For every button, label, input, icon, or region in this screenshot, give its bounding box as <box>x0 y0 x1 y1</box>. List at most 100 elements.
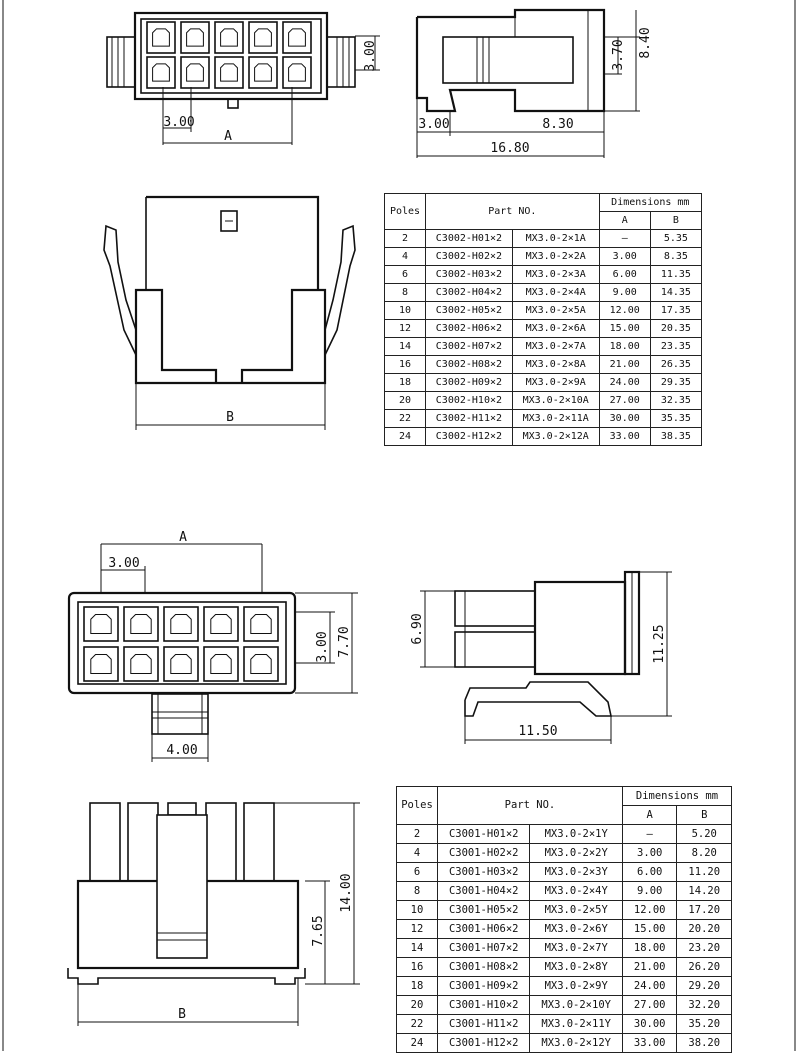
model-cell: MX3.0-2×3Y <box>529 862 623 882</box>
dim-a-cell: 15.00 <box>598 319 651 338</box>
dim-a-cell: 18.00 <box>621 938 678 958</box>
dim-b-cell: 38.20 <box>676 1033 732 1053</box>
top-side-latch-label: 3.00 <box>418 117 449 132</box>
bottom-side-height-total-label: 11.25 <box>652 624 667 663</box>
top-front-cavities <box>146 21 312 89</box>
poles-cell: 6 <box>396 862 438 882</box>
model-cell: MX3.0-2×5Y <box>529 900 623 920</box>
dim-b-cell: 8.35 <box>649 247 703 266</box>
part-no-cell: C3001-H11×2 <box>436 1014 531 1034</box>
poles-cell: 10 <box>396 900 438 920</box>
poles-cell: 22 <box>384 409 426 428</box>
contact-cavity <box>203 646 239 682</box>
bottom-body-pin-2 <box>127 802 159 882</box>
model-cell: MX3.0-2×4A <box>511 283 600 302</box>
dim-a-cell: 18.00 <box>598 337 651 356</box>
dim-a-header: A <box>621 805 678 825</box>
part-no-cell: C3002-H07×2 <box>425 337 513 356</box>
part-no-cell: C3001-H09×2 <box>436 976 531 996</box>
poles-cell: 20 <box>396 995 438 1015</box>
model-cell: MX3.0-2×1A <box>511 229 600 248</box>
top-body-dim-b-label: B <box>226 410 234 425</box>
poles-cell: 24 <box>384 427 426 446</box>
poles-cell: 14 <box>384 337 426 356</box>
top-body-latch-right <box>324 224 356 356</box>
model-cell: MX3.0-2×9Y <box>529 976 623 996</box>
contact-terminal <box>250 653 272 675</box>
poles-cell: 2 <box>384 229 426 248</box>
dim-b-cell: 29.20 <box>676 976 732 996</box>
contact-terminal <box>170 613 192 635</box>
part-no-header: Part NO. <box>437 786 623 825</box>
contact-cavity <box>123 646 159 682</box>
dim-b-cell: 29.35 <box>649 373 703 392</box>
top-body-window <box>220 210 238 232</box>
poles-header: Poles <box>384 193 426 230</box>
contact-terminal <box>250 613 272 635</box>
contact-cavity <box>214 21 244 54</box>
dim-a-cell: 3.00 <box>621 843 678 863</box>
dim-b-cell: 20.20 <box>676 919 732 939</box>
part-no-cell: C3002-H01×2 <box>425 229 513 248</box>
model-cell: MX3.0-2×7Y <box>529 938 623 958</box>
dim-b-cell: 17.35 <box>649 301 703 320</box>
dim-b-cell: 38.35 <box>649 427 703 446</box>
contact-cavity <box>214 56 244 89</box>
contact-terminal <box>130 653 152 675</box>
poles-cell: 4 <box>396 843 438 863</box>
part-no-cell: C3002-H04×2 <box>425 283 513 302</box>
contact-cavity <box>180 21 210 54</box>
top-side-height-label: 8.40 <box>638 27 653 58</box>
contact-terminal <box>152 28 170 47</box>
part-no-cell: C3001-H02×2 <box>436 843 531 863</box>
poles-cell: 18 <box>384 373 426 392</box>
poles-cell: 22 <box>396 1014 438 1034</box>
dim-b-cell: 11.20 <box>676 862 732 882</box>
poles-cell: 8 <box>384 283 426 302</box>
poles-cell: 16 <box>396 957 438 977</box>
model-cell: MX3.0-2×7A <box>511 337 600 356</box>
contact-terminal <box>254 63 272 82</box>
dim-b-cell: 23.35 <box>649 337 703 356</box>
dim-a-cell: 12.00 <box>621 900 678 920</box>
poles-cell: 12 <box>396 919 438 939</box>
top-body-outline <box>134 195 327 385</box>
contact-terminal <box>186 28 204 47</box>
contact-cavity <box>83 646 119 682</box>
bottom-side-view: 6.90 11.25 11.50 <box>410 570 672 744</box>
model-cell: MX3.0-2×10A <box>511 391 600 410</box>
model-cell: MX3.0-2×10Y <box>529 995 623 1015</box>
dim-a-cell: — <box>598 229 651 248</box>
bottom-front-latch-label: 4.00 <box>166 743 197 758</box>
top-front-polarization-key <box>227 98 239 109</box>
bottom-side-body <box>533 580 627 676</box>
dimensions-header: Dimensions mm <box>598 193 703 212</box>
part-no-cell: C3001-H04×2 <box>436 881 531 901</box>
bottom-front-pitch-row-label: 3.00 <box>315 631 330 662</box>
model-cell: MX3.0-2×6Y <box>529 919 623 939</box>
top-front-view: 3.00 3.00 A <box>106 11 380 145</box>
model-cell: MX3.0-2×11A <box>511 409 600 428</box>
dim-a-cell: 30.00 <box>598 409 651 428</box>
dim-a-cell: 21.00 <box>621 957 678 977</box>
dim-a-cell: 27.00 <box>598 391 651 410</box>
part-no-header: Part NO. <box>425 193 600 230</box>
dim-b-cell: 5.20 <box>676 824 732 844</box>
bottom-body-pin-1 <box>89 802 121 882</box>
model-cell: MX3.0-2×6A <box>511 319 600 338</box>
part-no-cell: C3002-H09×2 <box>425 373 513 392</box>
top-front-dim-a-label: A <box>224 129 232 144</box>
dim-b-cell: 20.35 <box>649 319 703 338</box>
